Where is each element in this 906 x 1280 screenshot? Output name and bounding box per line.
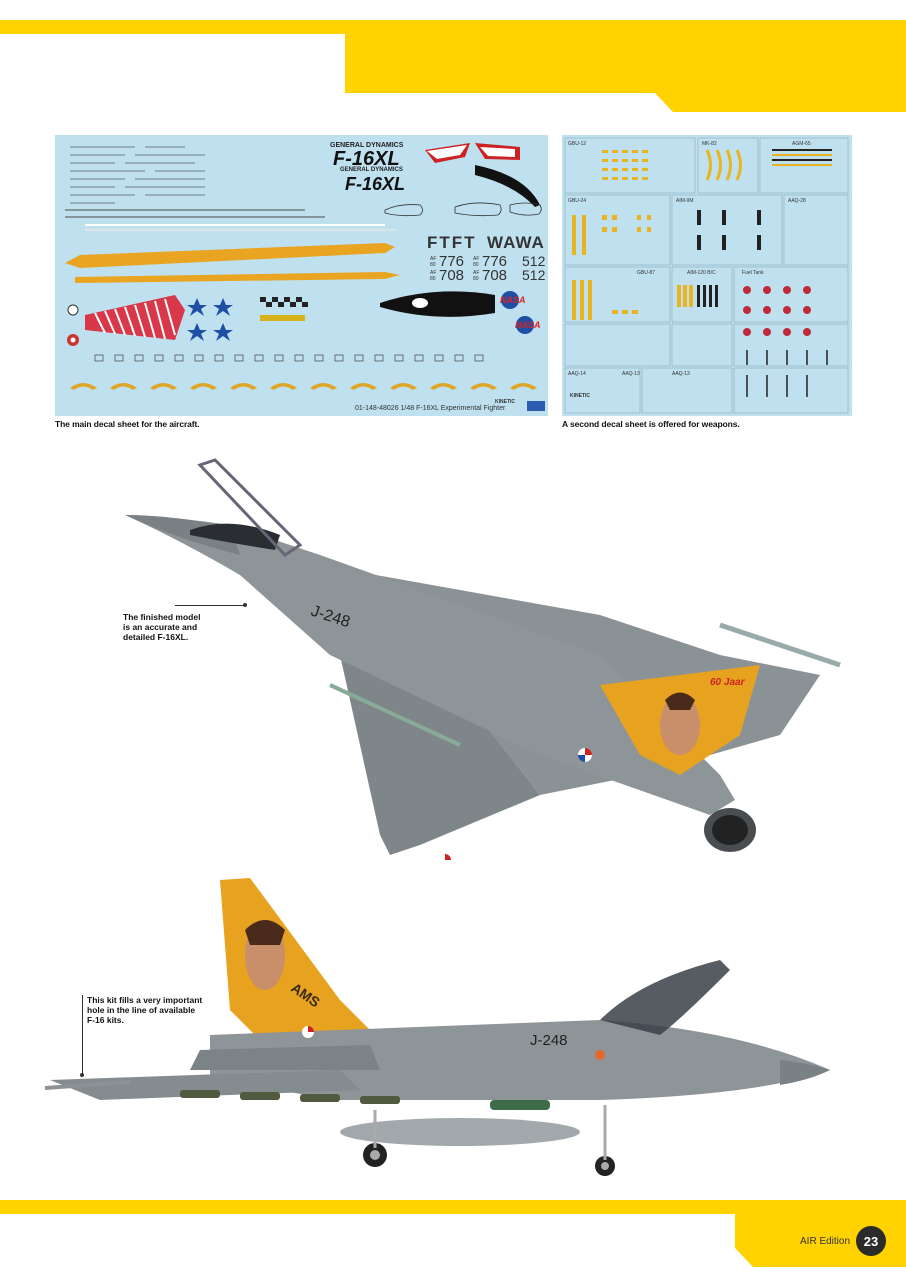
f16-model-photo: AMS J-248 bbox=[40, 870, 850, 1190]
publication-name: AIR Edition bbox=[800, 1235, 851, 1247]
page-number-badge: 23 bbox=[856, 1226, 887, 1256]
bottom-accent-band bbox=[0, 1200, 906, 1214]
svg-text:AAQ-28: AAQ-28 bbox=[788, 198, 806, 204]
svg-text:Fuel Tank: Fuel Tank bbox=[742, 270, 764, 276]
svg-text:KINETIC: KINETIC bbox=[495, 399, 515, 405]
svg-text:GBU-12: GBU-12 bbox=[568, 141, 586, 147]
top-accent-tab bbox=[345, 34, 906, 112]
svg-text:AF: AF bbox=[430, 270, 436, 276]
kit-fills-callout: This kit fills a very important hole in … bbox=[87, 995, 203, 1025]
svg-text:01-148-48026 1/48 F-16XL Exper: 01-148-48026 1/48 F-16XL Experimental Fi… bbox=[355, 405, 506, 412]
svg-text:708: 708 bbox=[439, 267, 464, 284]
kit-fills-callout-leader bbox=[82, 995, 83, 1075]
svg-text:FTFT: FTFT bbox=[427, 233, 477, 252]
svg-text:80: 80 bbox=[430, 262, 436, 268]
main-decal-caption: The main decal sheet for the aircraft. bbox=[55, 419, 200, 429]
callout-pointer-dot bbox=[243, 603, 247, 607]
svg-text:512: 512 bbox=[522, 253, 546, 269]
weapons-decal-caption: A second decal sheet is offered for weap… bbox=[562, 419, 740, 429]
svg-text:J-248: J-248 bbox=[530, 1032, 568, 1049]
finished-model-callout: The finished model is an accurate and de… bbox=[123, 612, 201, 642]
svg-text:MK-82: MK-82 bbox=[702, 141, 717, 147]
top-accent-band bbox=[0, 20, 906, 34]
yellow-walkway-stripe-icon bbox=[65, 243, 395, 268]
svg-text:AF: AF bbox=[473, 256, 479, 262]
f16xl-model-photo: 60 Jaar J-248 bbox=[120, 455, 850, 865]
callout-pointer-dot bbox=[80, 1073, 84, 1077]
finished-model-callout-leader bbox=[175, 605, 245, 606]
weapons-decal-sheet-photo: GBU-12 MK-82 AGM-65 GBU-24 AIM-9M AAQ-28… bbox=[562, 135, 852, 416]
svg-text:GENERAL DYNAMICS: GENERAL DYNAMICS bbox=[340, 167, 403, 173]
svg-text:776: 776 bbox=[439, 253, 464, 270]
svg-text:AF: AF bbox=[473, 270, 479, 276]
svg-text:80: 80 bbox=[473, 262, 479, 268]
svg-text:60 Jaar: 60 Jaar bbox=[710, 677, 746, 688]
page-folio: AIR Edition 23 bbox=[800, 1226, 887, 1256]
svg-text:F-16XL: F-16XL bbox=[333, 148, 400, 170]
svg-text:80: 80 bbox=[430, 276, 436, 282]
svg-text:F-16XL: F-16XL bbox=[345, 174, 405, 194]
svg-text:AAQ-13: AAQ-13 bbox=[672, 371, 690, 377]
svg-text:NASA: NASA bbox=[500, 295, 526, 305]
svg-text:GBU-87: GBU-87 bbox=[637, 270, 655, 276]
svg-text:GENERAL DYNAMICS: GENERAL DYNAMICS bbox=[330, 142, 404, 149]
svg-text:AGM-65: AGM-65 bbox=[792, 141, 811, 147]
svg-text:AIM-9M: AIM-9M bbox=[676, 198, 694, 204]
svg-text:708: 708 bbox=[482, 267, 507, 284]
svg-text:776: 776 bbox=[482, 253, 507, 270]
main-decal-sheet-photo: GENERAL DYNAMICS F-16XL GENERAL DYNAMICS… bbox=[55, 135, 548, 416]
svg-text:WAWA: WAWA bbox=[487, 233, 545, 252]
svg-text:KINETIC: KINETIC bbox=[570, 393, 590, 399]
svg-text:AAQ-13: AAQ-13 bbox=[622, 371, 640, 377]
black-pod-decal-icon bbox=[380, 291, 495, 317]
bottom-accent-tab bbox=[735, 1214, 906, 1267]
svg-text:AIM-120 B/C: AIM-120 B/C bbox=[687, 270, 716, 276]
svg-text:AF: AF bbox=[430, 256, 436, 262]
svg-text:512: 512 bbox=[522, 267, 546, 283]
svg-text:AAQ-14: AAQ-14 bbox=[568, 371, 586, 377]
svg-text:80: 80 bbox=[473, 276, 479, 282]
svg-text:NASA: NASA bbox=[515, 320, 541, 330]
svg-text:GBU-24: GBU-24 bbox=[568, 198, 586, 204]
